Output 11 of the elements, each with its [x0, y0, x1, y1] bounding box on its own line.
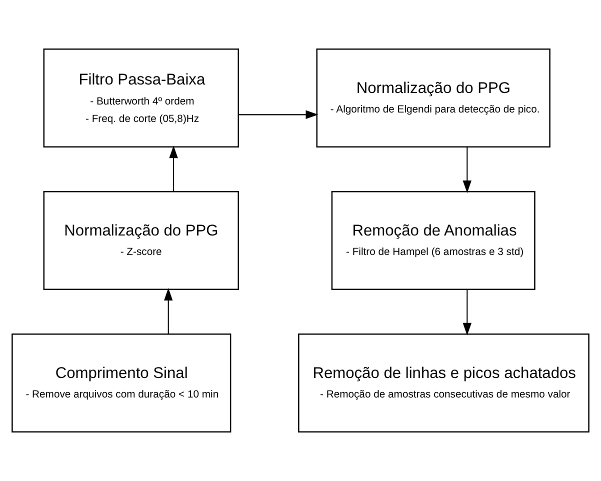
node-box: Remoção de Anomalias - Filtro de Hampel (6 amostras e 3 std): [331, 191, 536, 290]
arrow: [462, 147, 472, 193]
arrow: [164, 288, 173, 334]
arrow: [238, 110, 318, 120]
node-box: Comprimento Sinal - Remove arquivos com duração < 10 min: [12, 333, 232, 432]
arrow: [169, 146, 178, 192]
node-box: Filtro Passa-Baixa - Butterworth 4º ordem - Freq. de corte (05,8)Hz: [43, 48, 239, 148]
arrow: [462, 290, 472, 336]
node-box: Remoção de linhas e picos achatados - Remoção de amostras consecutivas de mesmo valor: [298, 333, 590, 432]
node-box: Normalização do PPG - Z-score: [43, 191, 239, 290]
node-box: Normalização do PPG - Algoritmo de Elgendi para detecção de pico.: [316, 48, 550, 148]
